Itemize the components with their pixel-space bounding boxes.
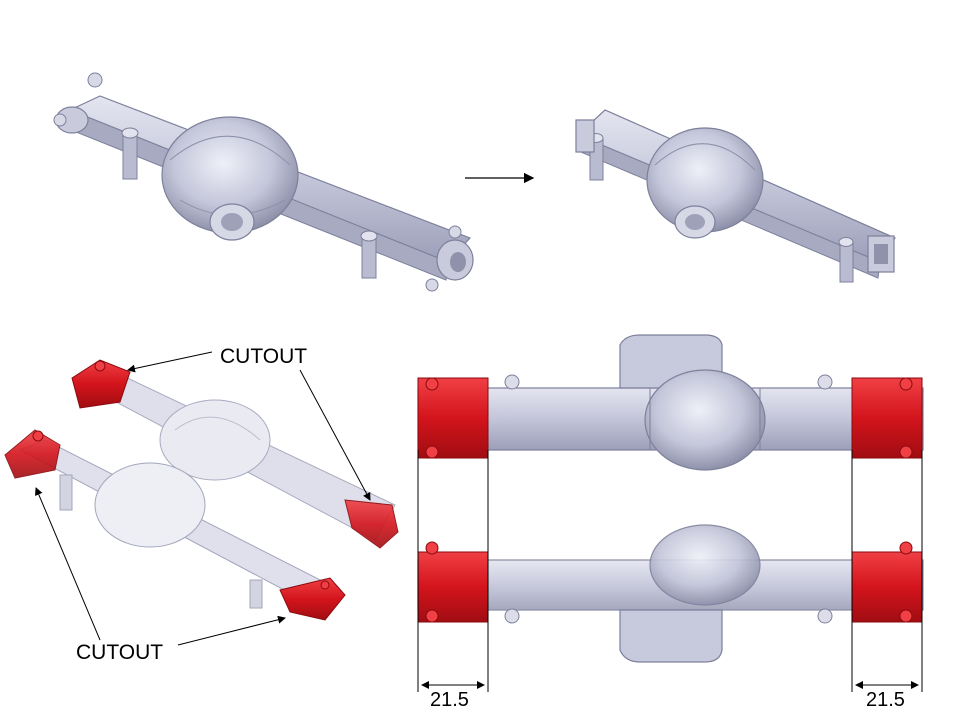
dimension-value-left: 21.5 — [430, 689, 469, 711]
dimension-value-right: 21.5 — [866, 689, 905, 711]
cutout-perspective-views — [4, 351, 399, 646]
leader-line — [127, 351, 213, 373]
cutout-section-views — [417, 334, 924, 692]
original-axle-housing — [40, 62, 480, 302]
modified-axle-housing — [565, 98, 905, 298]
leader-line — [299, 369, 371, 501]
leader-line — [177, 615, 286, 646]
cutout-label-bottom: CUTOUT — [76, 641, 164, 664]
leader-line — [35, 487, 101, 641]
cutout-label-top: CUTOUT — [220, 345, 308, 368]
